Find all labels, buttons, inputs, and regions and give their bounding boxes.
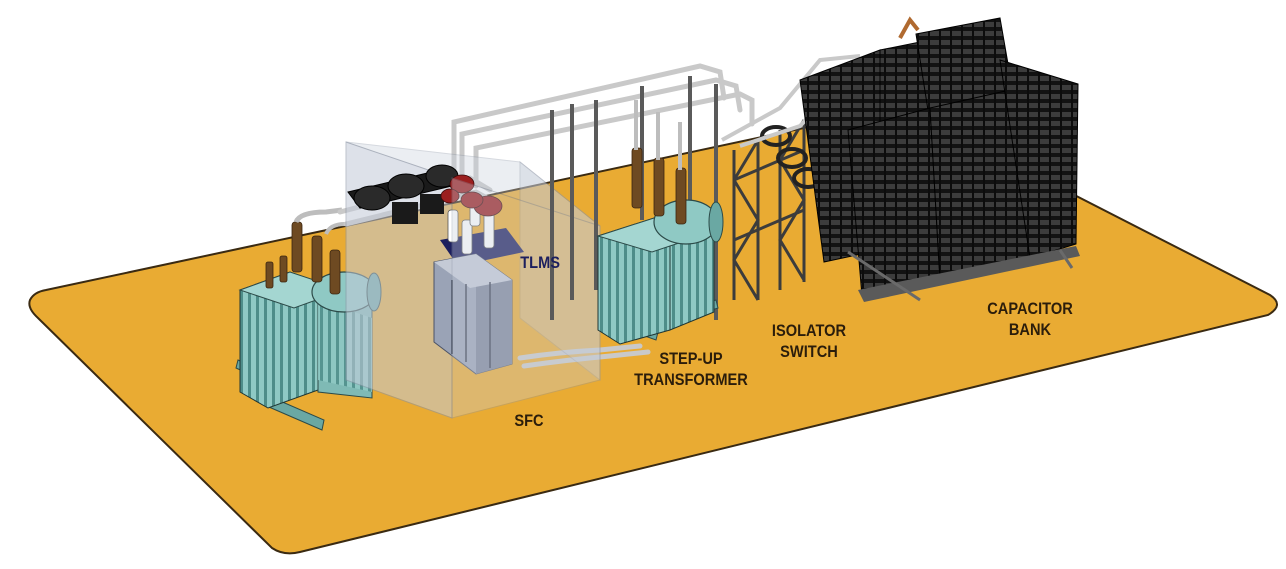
step-up-transformer-label: STEP-UP TRANSFORMER bbox=[632, 348, 751, 390]
sfc-cabinets-icon bbox=[433, 253, 513, 375]
sfc-label: SFC bbox=[514, 410, 543, 431]
tlms-label: TLMS bbox=[520, 252, 560, 273]
isolator-line2: SWITCH bbox=[780, 342, 838, 361]
capacitor-bank-icon bbox=[799, 16, 1080, 302]
capacitor-line2: BANK bbox=[1008, 320, 1052, 339]
isolator-switch-icon bbox=[721, 54, 861, 301]
step-up-transformer-icon bbox=[596, 100, 724, 345]
capacitor-bank-label: CAPACITOR BANK bbox=[980, 298, 1080, 340]
step-up-line2: TRANSFORMER bbox=[634, 370, 748, 389]
isolator-line1: ISOLATOR bbox=[771, 321, 847, 340]
step-up-line1: STEP-UP bbox=[659, 349, 723, 368]
isolator-switch-label: ISOLATOR SWITCH bbox=[767, 320, 851, 362]
sfc-label-text: SFC bbox=[514, 411, 544, 430]
tlms-label-text: TLMS bbox=[520, 253, 561, 272]
tlms-unit-icon bbox=[440, 174, 524, 266]
reactor-cylinders-icon bbox=[347, 164, 459, 224]
capacitor-line1: CAPACITOR bbox=[987, 299, 1073, 318]
